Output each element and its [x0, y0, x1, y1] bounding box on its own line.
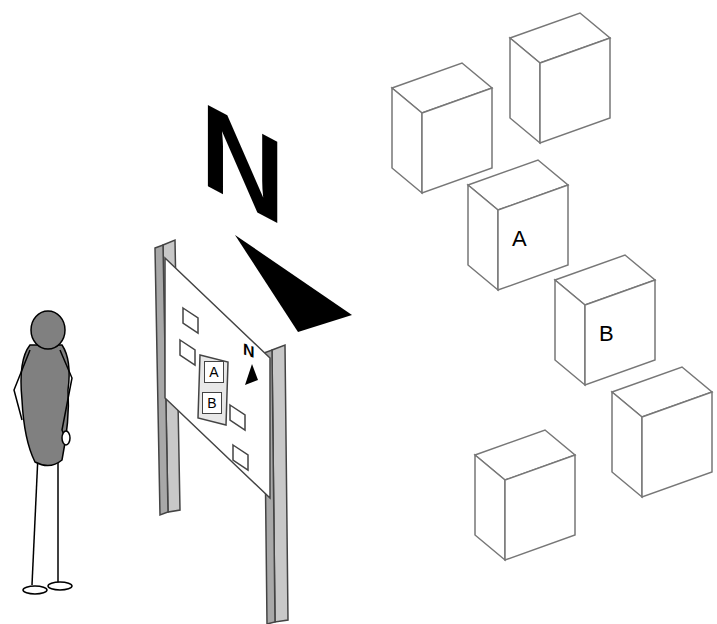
cube-outline [555, 280, 585, 385]
map-board [155, 240, 288, 624]
cube-outline [422, 88, 492, 193]
cube-outline [642, 392, 712, 497]
north-arrow [235, 235, 352, 332]
person-figure [14, 311, 72, 594]
cube-outline [612, 392, 642, 497]
cube-outline [475, 455, 505, 560]
cube-outline [505, 455, 575, 560]
cube-outline [498, 185, 568, 290]
cube-outline [510, 38, 540, 143]
node-label: B [207, 396, 216, 410]
node-label: B [599, 321, 614, 346]
board-square: B [202, 392, 222, 414]
building-cube: A [498, 210, 568, 290]
cube-outline [540, 38, 610, 143]
cube-outline [585, 280, 655, 385]
node-label: A [209, 365, 218, 379]
cubes [392, 13, 712, 560]
north-letter-large: N [200, 82, 285, 245]
node-label: A [512, 226, 527, 251]
building-cube: B [585, 305, 655, 385]
board-square: A [204, 361, 224, 383]
cube-outline [392, 88, 422, 193]
cube-outline [468, 185, 498, 290]
